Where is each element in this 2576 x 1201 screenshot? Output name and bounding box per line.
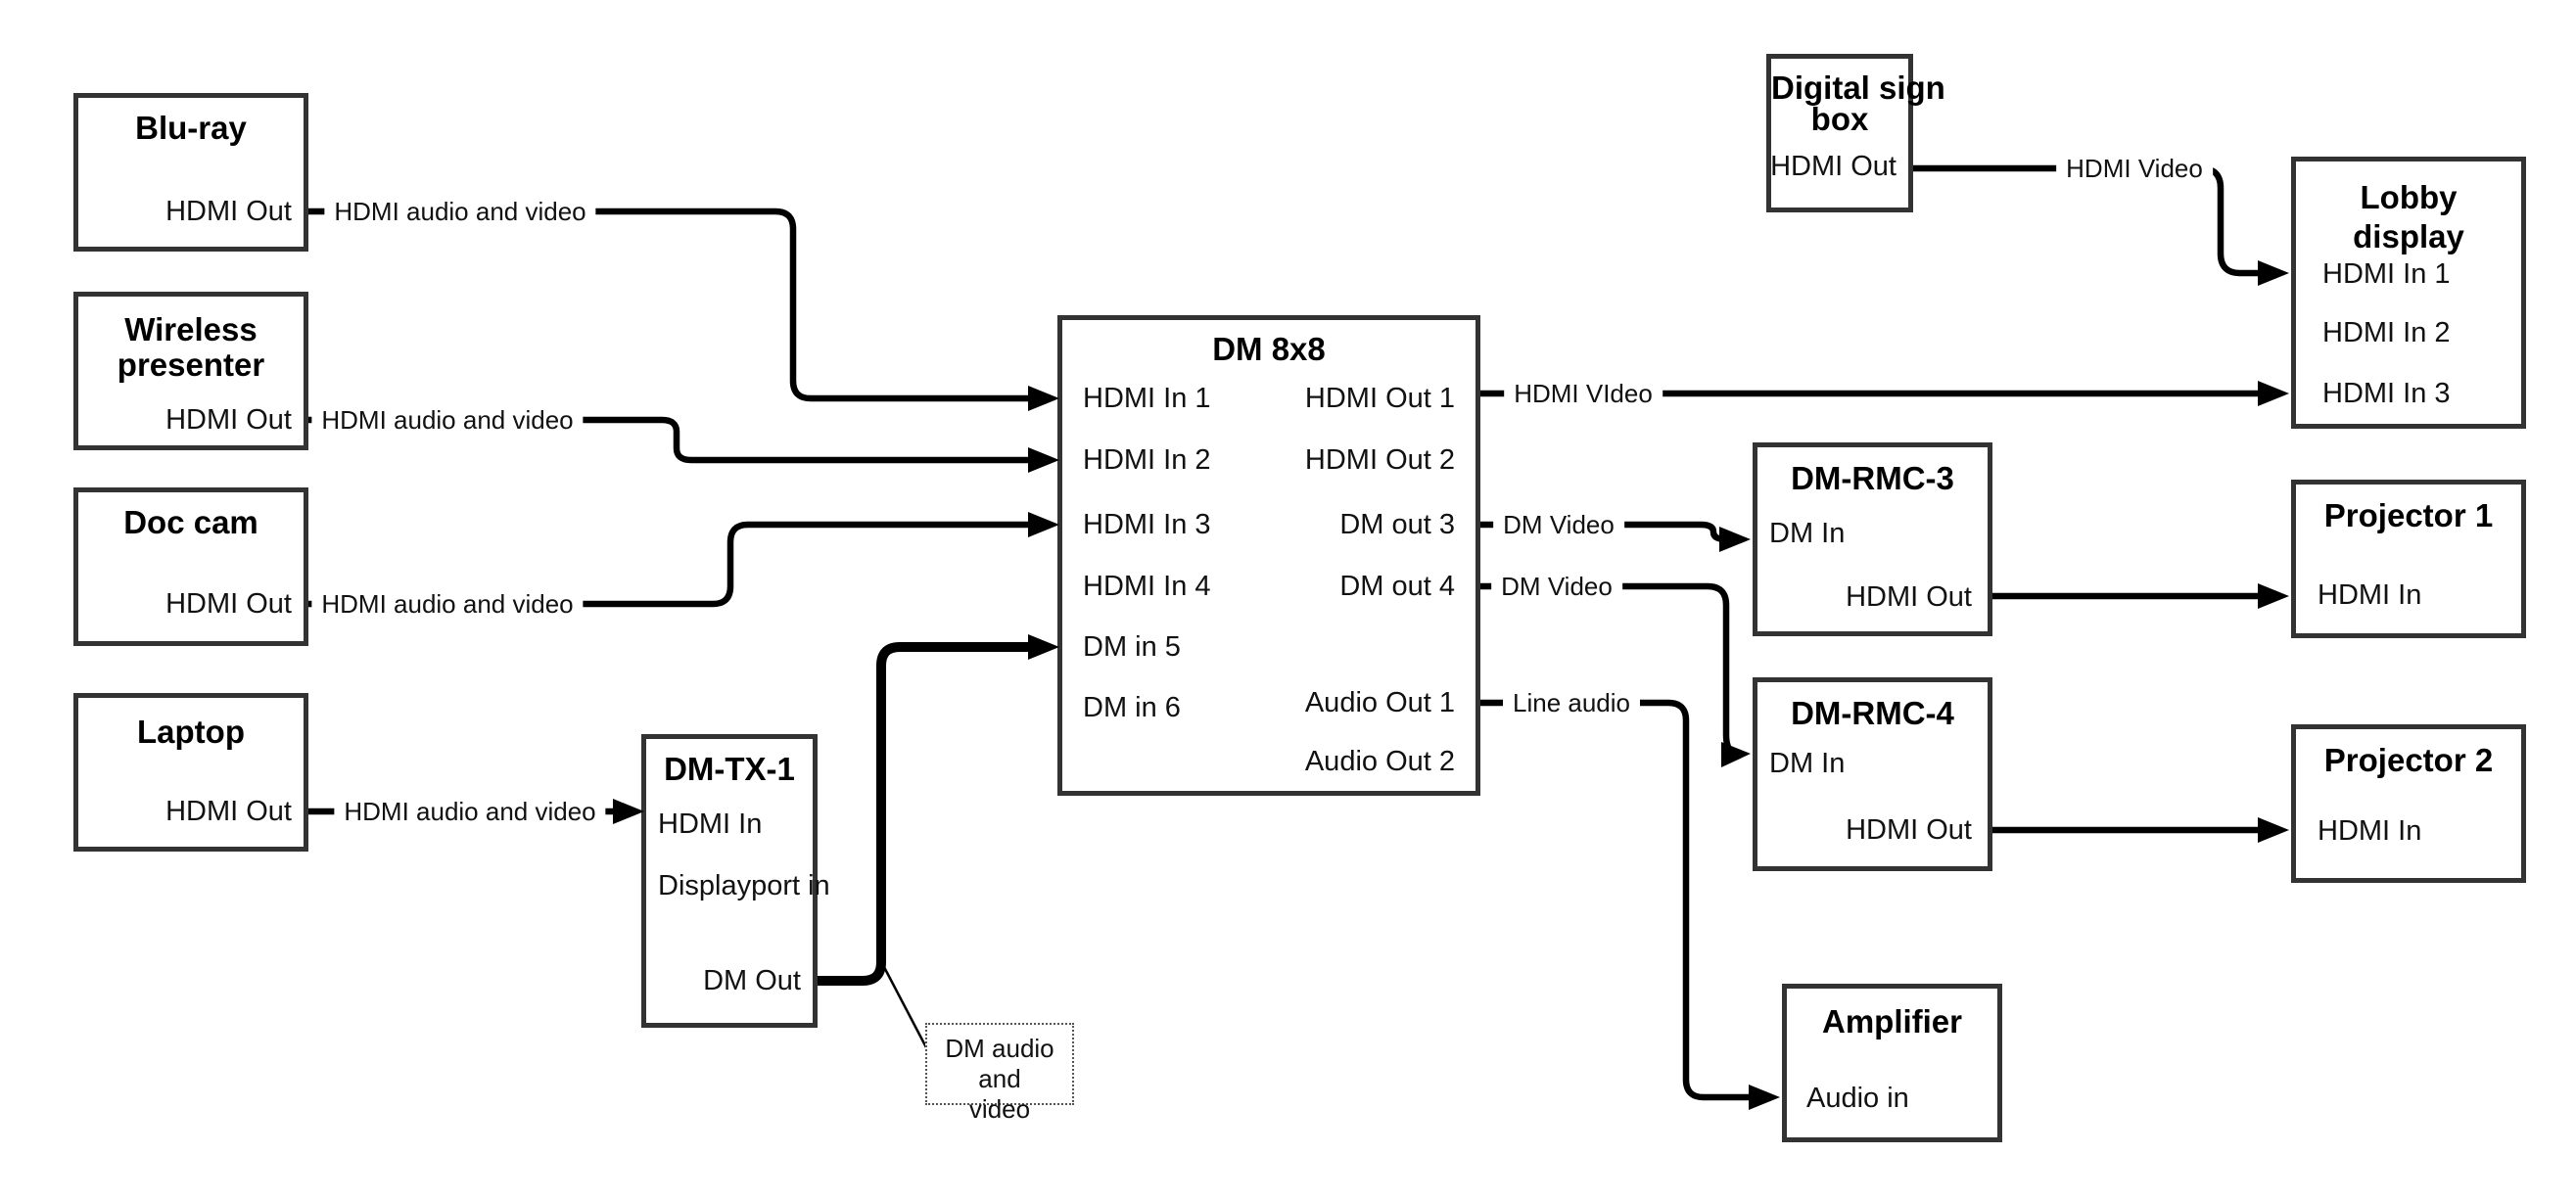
- node-wireless-title-line2: presenter: [117, 346, 265, 383]
- port-dm8x8-audio-out-1: Audio Out 1: [1304, 687, 1455, 718]
- node-lobby-title-line1: Lobby: [2360, 179, 2458, 215]
- node-dm8x8-title: DM 8x8: [1212, 331, 1326, 367]
- edge-label-bluray: HDMI audio and video: [324, 196, 596, 227]
- node-digital-sign-box: Digital sign box HDMI Out: [1766, 54, 1945, 212]
- arrowhead-audio1-to-amp: [1749, 1085, 1780, 1110]
- arrowhead-bluray-to-dm8x8: [1028, 386, 1059, 411]
- node-rmc3-title: DM-RMC-3: [1791, 460, 1954, 496]
- port-dm8x8-audio-out-2: Audio Out 2: [1304, 746, 1455, 777]
- port-dm8x8-dm-in-5: DM in 5: [1083, 631, 1181, 663]
- edge-wireless-to-dm8x8: [308, 416, 1033, 464]
- edge-label-line-audio: Line audio: [1503, 687, 1640, 718]
- port-lobby-hdmi-in-1: HDMI In 1: [2322, 258, 2451, 290]
- node-laptop-title: Laptop: [137, 714, 245, 750]
- node-dm-8x8: DM 8x8 HDMI In 1 HDMI In 2 HDMI In 3 HDM…: [1057, 315, 1480, 796]
- node-proj2-title: Projector 2: [2323, 742, 2494, 778]
- port-dm8x8-dm-out-3: DM out 3: [1339, 509, 1455, 540]
- node-laptop: Laptop HDMI Out: [73, 693, 308, 852]
- node-wireless-presenter: Wireless presenter HDMI Out: [73, 292, 308, 450]
- port-dm8x8-hdmi-in-4: HDMI In 4: [1083, 571, 1211, 602]
- port-rmc3-hdmi-out: HDMI Out: [1846, 581, 1972, 613]
- edge-bluray-to-dm8x8: [308, 208, 1033, 402]
- node-projector-1: Projector 1 HDMI In: [2291, 480, 2526, 638]
- port-rmc3-dm-in: DM In: [1769, 518, 1846, 549]
- node-dm-rmc-3: DM-RMC-3 DM In HDMI Out: [1753, 442, 1992, 636]
- port-digitalsign-hdmi-out: HDMI Out: [1770, 151, 1897, 182]
- arrowhead-out1-to-lobby: [2258, 381, 2289, 406]
- arrowhead-wireless-to-dm8x8: [1028, 447, 1059, 473]
- node-amplifier: Amplifier Audio in: [1782, 984, 2002, 1142]
- port-dmtx1-hdmi-in: HDMI In: [658, 808, 763, 840]
- edge-label-hdmi-video-digitalsign: HDMI Video: [2056, 153, 2213, 184]
- port-laptop-hdmi-out: HDMI Out: [165, 796, 292, 827]
- port-lobby-hdmi-in-3: HDMI In 3: [2322, 378, 2451, 409]
- arrowhead-laptop-to-dmtx1: [613, 799, 644, 824]
- arrowhead-out4-to-rmc4: [1721, 742, 1751, 767]
- node-dm-rmc-4: DM-RMC-4 DM In HDMI Out: [1753, 677, 1992, 871]
- port-rmc4-dm-in: DM In: [1769, 748, 1846, 779]
- port-proj1-hdmi-in: HDMI In: [2318, 579, 2422, 611]
- callout-line1: DM audio and: [945, 1034, 1054, 1093]
- port-dmtx1-dm-out: DM Out: [703, 965, 801, 996]
- port-dmtx1-displayport-in: Displayport in: [658, 870, 830, 901]
- port-dm8x8-hdmi-in-1: HDMI In 1: [1083, 383, 1211, 414]
- arrowhead-doccam-to-dm8x8: [1028, 512, 1059, 537]
- arrowhead-dmtx1-to-dm8x8: [1028, 634, 1059, 660]
- port-rmc4-hdmi-out: HDMI Out: [1846, 814, 1972, 846]
- callout-dm-audio-video: DM audio and video: [925, 1023, 1074, 1124]
- edge-label-dm-video-out4: DM Video: [1491, 571, 1622, 602]
- port-bluray-hdmi-out: HDMI Out: [165, 196, 292, 227]
- node-wireless-title-line1: Wireless: [124, 311, 258, 347]
- port-doccam-hdmi-out: HDMI Out: [165, 588, 292, 620]
- port-dm8x8-hdmi-out-1: HDMI Out 1: [1304, 383, 1455, 414]
- node-projector-2: Projector 2 HDMI In: [2291, 724, 2526, 883]
- port-wireless-hdmi-out: HDMI Out: [165, 404, 292, 436]
- node-proj1-title: Projector 1: [2323, 497, 2494, 533]
- edge-label-dm-video-out3: DM Video: [1493, 509, 1624, 540]
- port-dm8x8-hdmi-out-2: HDMI Out 2: [1304, 444, 1455, 476]
- port-dm8x8-dm-in-6: DM in 6: [1083, 692, 1181, 723]
- port-amp-audio-in: Audio in: [1806, 1083, 1909, 1114]
- edge-doccam-to-dm8x8: [308, 521, 1033, 608]
- port-lobby-hdmi-in-2: HDMI In 2: [2322, 317, 2451, 348]
- node-lobby-title-line2: display: [2353, 218, 2464, 254]
- port-proj2-hdmi-in: HDMI In: [2318, 815, 2422, 847]
- node-bluray-title: Blu-ray: [135, 110, 247, 146]
- port-dm8x8-hdmi-in-3: HDMI In 3: [1083, 509, 1211, 540]
- arrowhead-out3-to-rmc3: [1719, 527, 1751, 552]
- node-doccam-title: Doc cam: [123, 504, 258, 540]
- node-digitalsign-title-line2: box: [1810, 101, 1869, 137]
- node-doc-cam: Doc cam HDMI Out: [73, 487, 308, 646]
- edge-dm8x8-audio1-to-amp: [1480, 699, 1755, 1101]
- port-dm8x8-hdmi-in-2: HDMI In 2: [1083, 444, 1211, 476]
- edge-dmtx1-to-dm8x8-dm-in-5: [818, 642, 1031, 986]
- arrowhead-rmc3-to-proj1: [2258, 583, 2289, 609]
- edge-label-hdmi-video-out1: HDMI VIdeo: [1504, 378, 1663, 409]
- callout-leader-line: [882, 966, 929, 1050]
- node-bluray: Blu-ray HDMI Out: [73, 93, 308, 252]
- arrowhead-digitalsign-to-lobby: [2258, 260, 2289, 286]
- node-lobby-display: Lobby display HDMI In 1 HDMI In 2 HDMI I…: [2291, 157, 2526, 429]
- node-rmc4-title: DM-RMC-4: [1791, 695, 1954, 731]
- callout-line2: video: [968, 1094, 1031, 1124]
- node-dm-tx-1: DM-TX-1 HDMI In Displayport in DM Out: [641, 734, 830, 1028]
- edge-label-laptop: HDMI audio and video: [334, 796, 606, 827]
- node-dmtx1-title: DM-TX-1: [664, 751, 795, 787]
- node-amp-title: Amplifier: [1821, 1003, 1963, 1039]
- port-dm8x8-dm-out-4: DM out 4: [1339, 571, 1455, 602]
- arrowhead-rmc4-to-proj2: [2258, 817, 2289, 843]
- edge-label-doccam: HDMI audio and video: [311, 588, 584, 620]
- edge-label-wireless: HDMI audio and video: [311, 404, 584, 436]
